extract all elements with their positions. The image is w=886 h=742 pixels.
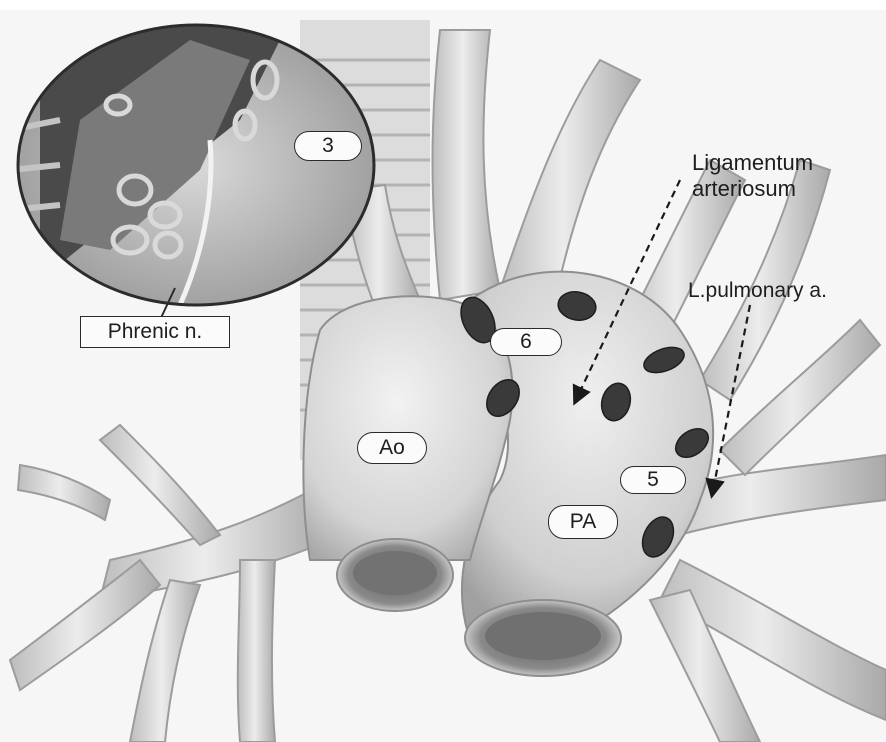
label-pa: PA [548,505,618,539]
label-aorta: Ao [357,432,427,464]
node-label-6: 6 [490,328,562,356]
label-phrenic-n: Phrenic n. [80,316,230,348]
node-label-5: 5 [620,466,686,494]
label-l-pulmonary-a: L.pulmonary a. [688,279,827,303]
label-arteriosum: arteriosum [692,176,796,202]
label-ligamentum: Ligamentum [692,150,813,176]
node-label-3: 3 [294,131,362,161]
